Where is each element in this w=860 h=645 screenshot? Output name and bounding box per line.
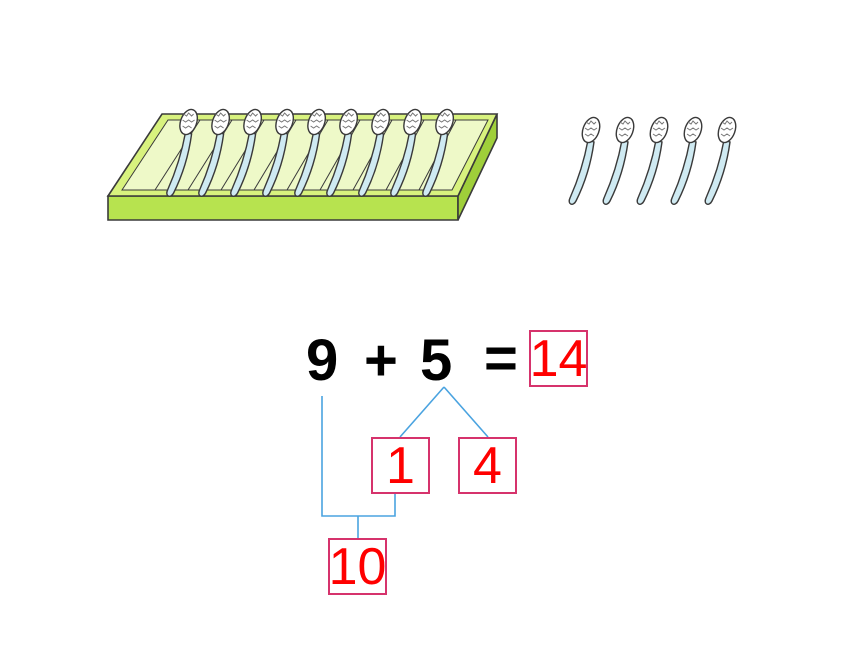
split-line-right: [443, 386, 489, 438]
part-b-box: 4: [458, 437, 517, 495]
tray-slot-divider: [220, 119, 265, 191]
tray-slot-divider: [253, 119, 297, 191]
part-a-box: 1: [371, 437, 430, 495]
equals-sign: =: [484, 326, 518, 391]
right-operand: 5: [420, 328, 453, 393]
spoon-tray-illustration: [106, 106, 740, 221]
answer-box: 14: [529, 329, 588, 388]
split-line-left: [399, 386, 445, 438]
plus-sign: +: [364, 328, 398, 393]
left-operand: 9: [306, 328, 339, 393]
ten-box: 10: [328, 537, 387, 596]
tray-slot-divider: [286, 119, 329, 191]
